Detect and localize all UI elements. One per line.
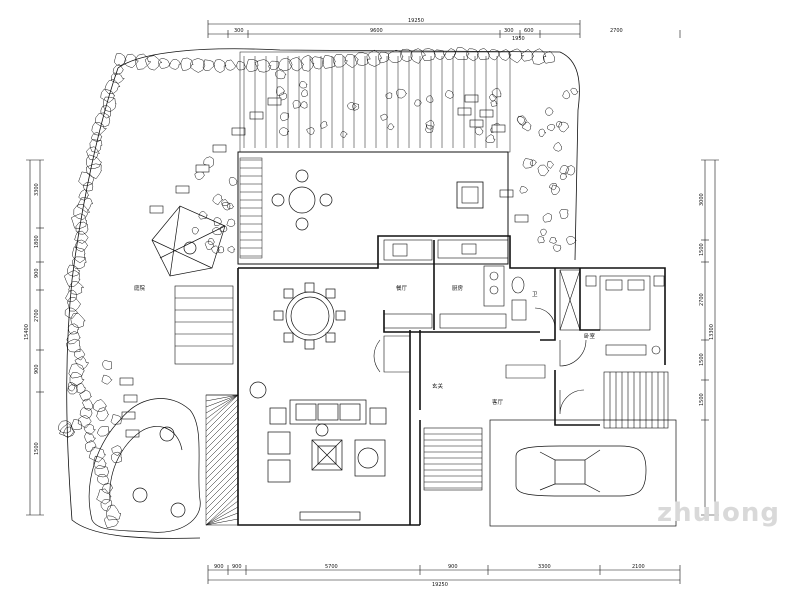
dim-bottom-seg-1: 900 [214,564,224,570]
dim-top-seg-5: 2700 [610,28,623,34]
label-garden: 庭院 [134,284,146,292]
label-hall: 客厅 [492,398,504,406]
living-room-furniture [249,381,387,521]
label-kitchen: 厨房 [452,284,464,292]
dim-right-seg-3: 2700 [699,293,705,306]
garden-pond [88,398,201,533]
dim-bottom-seg-2: 900 [232,564,242,570]
dim-left-seg-2: 1800 [34,235,40,248]
hatched-planter [205,394,239,526]
dim-top-seg-2: 9600 [370,28,383,34]
dim-right-seg-5: 1500 [699,393,705,406]
dim-left-overall: 15400 [24,324,30,340]
bathroom-fixtures [511,269,581,331]
dimension-top [207,20,681,38]
label-bedroom: 卧室 [584,332,596,340]
doors [505,307,587,415]
entry-steps [373,335,411,373]
garden-stepping-stones [119,94,529,438]
dim-left-seg-6: 1500 [34,442,40,455]
dim-top-seg-4: 600 [524,28,534,34]
dimension-bottom [207,565,681,584]
deck-square-table-inner [461,186,479,204]
dim-bottom-seg-6: 2100 [632,564,645,570]
dimension-left [26,159,44,516]
car [489,419,677,527]
dim-right-seg-4: 1500 [699,353,705,366]
dim-left-seg-3: 900 [34,268,40,278]
dim-bottom-seg-4: 900 [448,564,458,570]
dim-left-seg-5: 900 [34,364,40,374]
dim-top-seg-3: 300 [504,28,514,34]
deck-square-table [456,181,484,209]
dim-left-seg-4: 2700 [34,309,40,322]
stairs-right [603,371,669,429]
label-bath: 卫 [532,291,538,298]
dim-top-seg-1: 300 [234,28,244,34]
outdoor-deck [237,151,509,265]
dim-bottom-seg-5: 3300 [538,564,551,570]
dining-table-set [273,282,346,350]
dim-right-seg-1: 3000 [699,193,705,206]
bedroom-furniture [585,275,665,356]
dim-top-overall: 19250 [408,18,424,24]
dim-bottom-seg-3: 5700 [325,564,338,570]
label-dining: 餐厅 [396,284,408,292]
watermark: zhulong [656,498,780,528]
garden-boundary [66,48,580,539]
kitchen-counters [383,239,509,329]
label-entry: 玄关 [432,382,444,390]
dim-right-seg-2: 1500 [699,243,705,256]
dim-bottom-overall: 19250 [432,582,448,588]
dim-top-small: 1950 [512,36,525,42]
deck-dining-set [271,169,333,231]
pergola-slats [239,51,511,153]
deck-planter [239,157,263,259]
dimension-right [701,159,719,516]
terrace-steps-left [174,285,234,365]
stairs-centre [423,427,483,491]
umbrella-table [151,205,226,277]
garden-foliage [57,47,579,529]
dim-right-overall: 13300 [709,324,715,340]
building-walls [237,235,666,526]
dim-left-seg-1: 3300 [34,183,40,196]
